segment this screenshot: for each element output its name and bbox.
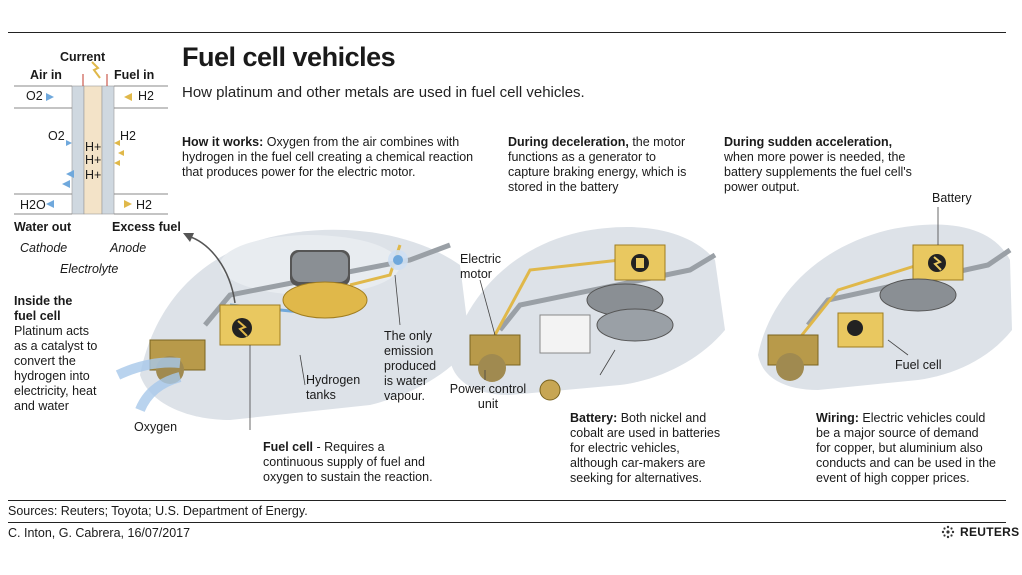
panel2-body: the motor functions as a generator to ca… bbox=[508, 135, 687, 194]
car-3-illustration bbox=[758, 207, 1012, 390]
reuters-brand-text: REUTERS bbox=[960, 525, 1020, 539]
inside-body: Platinum acts as a catalyst to convert t… bbox=[14, 324, 98, 413]
panel3-wiring-body: Electric vehicles could be a major sourc… bbox=[816, 411, 996, 485]
panel3-body: when more power is needed, the battery s… bbox=[724, 150, 912, 194]
panel3-heading: During sudden acceleration, bbox=[724, 135, 893, 149]
panel3-wiring-note: Wiring: Electric vehicles could be a maj… bbox=[816, 411, 996, 486]
panel3-intro: During sudden acceleration, when more po… bbox=[724, 135, 924, 195]
top-rule bbox=[8, 32, 1006, 33]
panel1-fuel-cell-body: - Requires a continuous supply of fuel a… bbox=[263, 440, 433, 484]
car-2-illustration bbox=[450, 227, 725, 401]
current-label: Current bbox=[60, 50, 106, 64]
anode-label: Anode bbox=[110, 241, 147, 255]
h2-bottom-label: H2 bbox=[136, 198, 152, 212]
power-control-label: Power control unit bbox=[449, 382, 527, 411]
air-in-label: Air in bbox=[30, 68, 62, 82]
panel1-heading: How it works: bbox=[182, 135, 264, 149]
panel2-intro: During deceleration, the motor functions… bbox=[508, 135, 693, 195]
oxygen-label: Oxygen bbox=[134, 420, 178, 434]
o2-top-label: O2 bbox=[26, 89, 43, 103]
panel2-battery-body: Both nickel and cobalt are used in batte… bbox=[570, 411, 721, 485]
excess-fuel-label: Excess fuel bbox=[112, 220, 181, 234]
panel1-fuel-cell-note: Fuel cell - Requires a continuous supply… bbox=[263, 440, 443, 485]
electric-motor-label: Electric motor bbox=[460, 252, 501, 281]
callout-arrow-1 bbox=[183, 233, 236, 304]
car-1-illustration bbox=[115, 229, 470, 430]
page-subtitle: How platinum and other metals are used i… bbox=[182, 84, 585, 101]
emission-label: The only emission produced is water vapo… bbox=[384, 329, 437, 403]
battery-label: Battery bbox=[932, 191, 972, 205]
fuel-cell-label: Fuel cell bbox=[895, 358, 942, 372]
h-plus-label-2: H+ bbox=[85, 153, 102, 167]
panel3-wiring-heading: Wiring: bbox=[816, 411, 859, 425]
fuel-cell-schematic-graphic bbox=[14, 61, 168, 215]
reuters-logo: REUTERS bbox=[940, 524, 1019, 540]
sources-text: Sources: Reuters; Toyota; U.S. Departmen… bbox=[8, 504, 308, 518]
h-plus-label-3: H+ bbox=[85, 168, 102, 182]
h2o-label: H2O bbox=[20, 198, 46, 212]
electrolyte-label: Electrolyte bbox=[60, 262, 119, 276]
panel1-intro: How it works: Oxygen from the air combin… bbox=[182, 135, 482, 180]
o2-mid-label: O2 bbox=[48, 129, 65, 143]
panel2-battery-heading: Battery: bbox=[570, 411, 618, 425]
page-title: Fuel cell vehicles bbox=[182, 42, 396, 72]
footer-rule-mid bbox=[8, 522, 1006, 523]
panel2-battery-note: Battery: Both nickel and cobalt are used… bbox=[570, 411, 730, 486]
h-plus-label-1: H+ bbox=[85, 140, 102, 154]
fuel-in-label: Fuel in bbox=[114, 68, 155, 82]
inside-heading: Inside the fuel cell bbox=[14, 294, 73, 323]
h2-top-label: H2 bbox=[138, 89, 154, 103]
panel2-heading: During deceleration, bbox=[508, 135, 629, 149]
panel1-body: Oxygen from the air combines with hydrog… bbox=[182, 135, 474, 179]
water-out-label: Water out bbox=[14, 220, 72, 234]
cathode-label: Cathode bbox=[20, 241, 68, 255]
footer-rule-top bbox=[8, 500, 1006, 501]
credit-text: C. Inton, G. Cabrera, 16/07/2017 bbox=[8, 526, 191, 540]
hydrogen-tanks-label: Hydrogen tanks bbox=[306, 373, 361, 402]
reuters-logo-icon bbox=[941, 525, 955, 539]
fuel-cell-schematic bbox=[8, 44, 178, 284]
panel1-fuel-cell-heading: Fuel cell bbox=[263, 440, 314, 454]
h2-mid-label: H2 bbox=[120, 129, 136, 143]
